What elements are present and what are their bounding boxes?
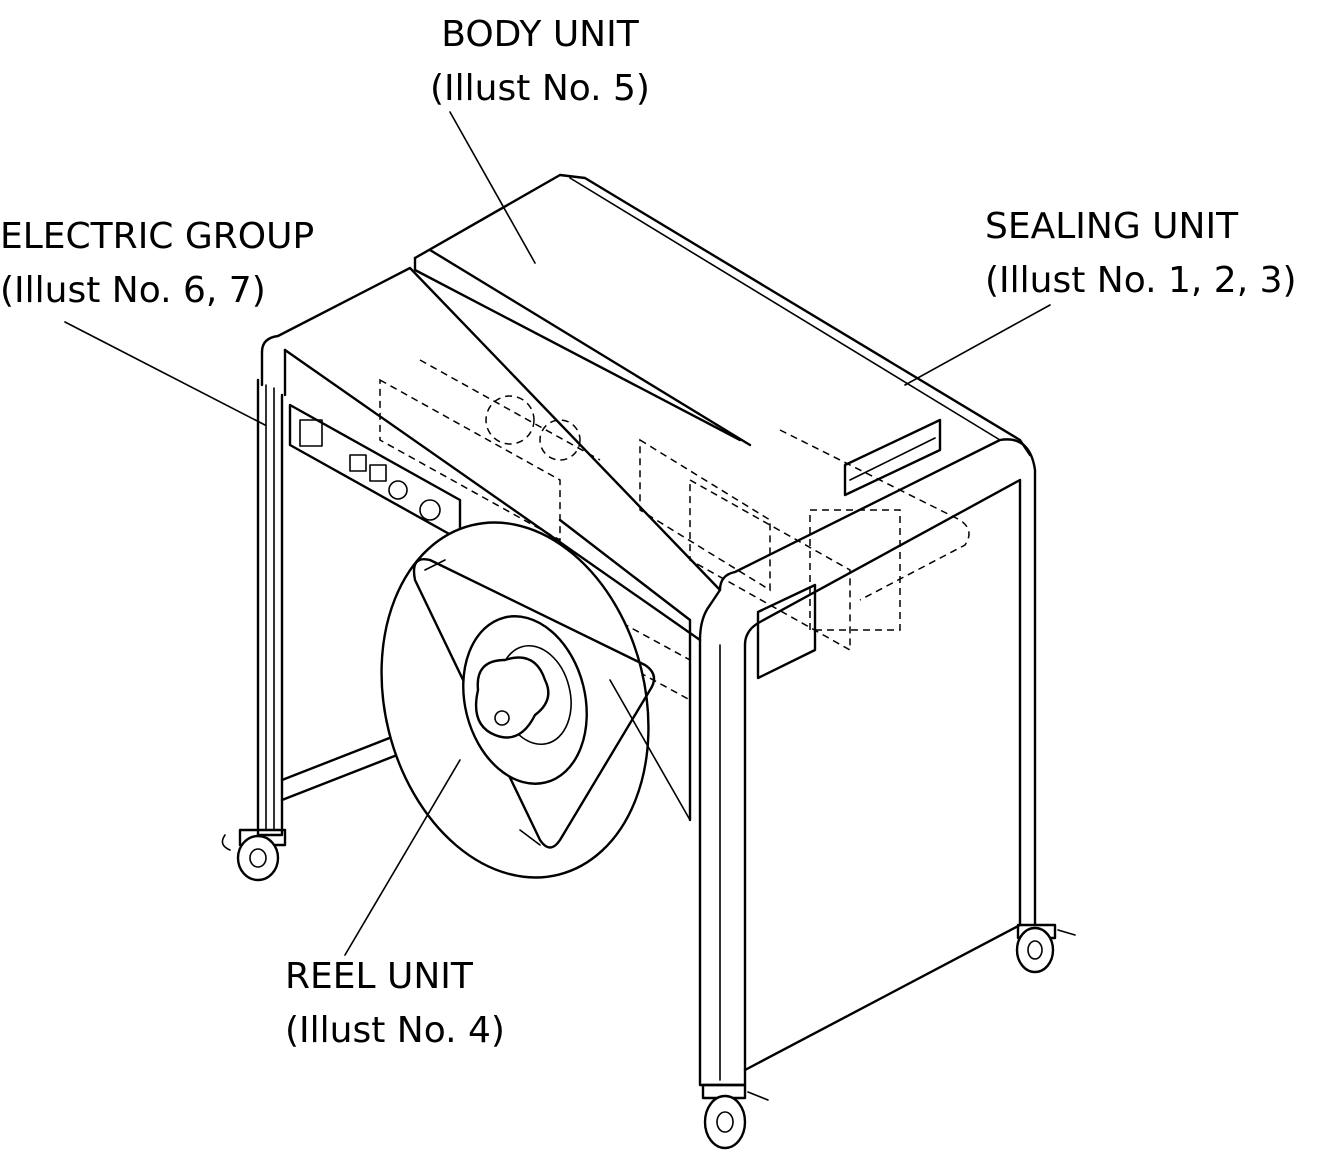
callout-sealing-unit-name: SEALING UNIT <box>985 206 1239 247</box>
callout-body-unit: BODY UNIT (Illust No. 5) <box>415 8 665 116</box>
callout-reel-unit: REEL UNIT (Illust No. 4) <box>285 950 535 1058</box>
callout-body-unit-ref: (Illust No. 5) <box>430 68 650 109</box>
leader-line-electric-group <box>64 321 266 426</box>
caster-right-front <box>701 1083 769 1150</box>
callout-reel-unit-name: REEL UNIT <box>285 956 473 997</box>
left-back-bracing <box>280 728 412 802</box>
right-case <box>698 438 1037 1087</box>
caster-right-back <box>1015 923 1076 974</box>
internal-mechanism-left <box>379 359 601 542</box>
sealing-rail <box>843 418 942 497</box>
callout-sealing-unit: SEALING UNIT (Illust No. 1, 2, 3) <box>985 200 1315 308</box>
top-cover <box>260 266 722 642</box>
label-plate <box>756 583 817 680</box>
control-panel <box>288 403 462 542</box>
callout-electric-group-ref: (Illust No. 6, 7) <box>0 270 266 311</box>
callout-body-unit-name: BODY UNIT <box>441 14 639 55</box>
reel-knob <box>474 656 550 739</box>
callout-sealing-unit-ref: (Illust No. 1, 2, 3) <box>985 260 1297 301</box>
body-unit-panel <box>413 173 1032 457</box>
left-front-leg <box>256 378 284 837</box>
leader-line-body-unit <box>449 111 536 264</box>
callout-electric-group-name: ELECTRIC GROUP <box>0 216 315 257</box>
leader-line-sealing-unit <box>904 304 1051 386</box>
callout-electric-group: ELECTRIC GROUP (Illust No. 6, 7) <box>0 210 395 318</box>
caster-left <box>221 828 287 882</box>
leader-line-reel-unit <box>344 759 461 956</box>
callout-reel-unit-ref: (Illust No. 4) <box>285 1010 505 1051</box>
